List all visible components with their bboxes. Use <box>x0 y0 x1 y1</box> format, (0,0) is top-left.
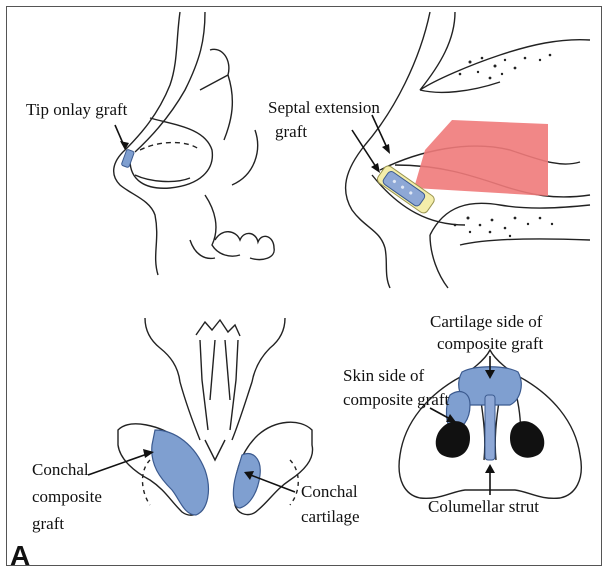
conchal-composite-arrow <box>88 453 150 475</box>
label-columellar-strut: Columellar strut <box>428 497 539 517</box>
label-conchal-composite-line3: graft <box>32 514 64 534</box>
septal-cartilage-red <box>414 120 548 196</box>
label-septal-extension-line2: graft <box>275 122 307 142</box>
lateral-nose-diagram <box>114 12 275 275</box>
label-cartilage-side-line1: Cartilage side of <box>430 312 542 332</box>
label-skin-side-line2: composite graft <box>343 390 449 410</box>
right-nostril <box>510 421 544 458</box>
label-skin-side-line1: Skin side of <box>343 366 424 386</box>
columellar-strut-shape <box>485 395 495 460</box>
label-cartilage-side-line2: composite graft <box>437 334 543 354</box>
left-nostril <box>436 421 470 458</box>
label-septal-extension-line1: Septal extension <box>268 98 380 118</box>
septal-extension-arrow-1 <box>352 130 378 170</box>
label-conchal-cartilage-line1: Conchal <box>301 482 358 502</box>
label-conchal-composite-line2: composite <box>32 487 102 507</box>
conchal-composite-graft-shape <box>152 430 209 515</box>
label-conchal-cartilage-line2: cartilage <box>301 507 360 527</box>
panel-letter: A <box>10 540 30 572</box>
ear-diagram <box>118 318 313 515</box>
label-conchal-composite-line1: Conchal <box>32 460 89 480</box>
label-tip-onlay-graft: Tip onlay graft <box>26 100 127 120</box>
conchal-cartilage-shape <box>233 454 260 508</box>
